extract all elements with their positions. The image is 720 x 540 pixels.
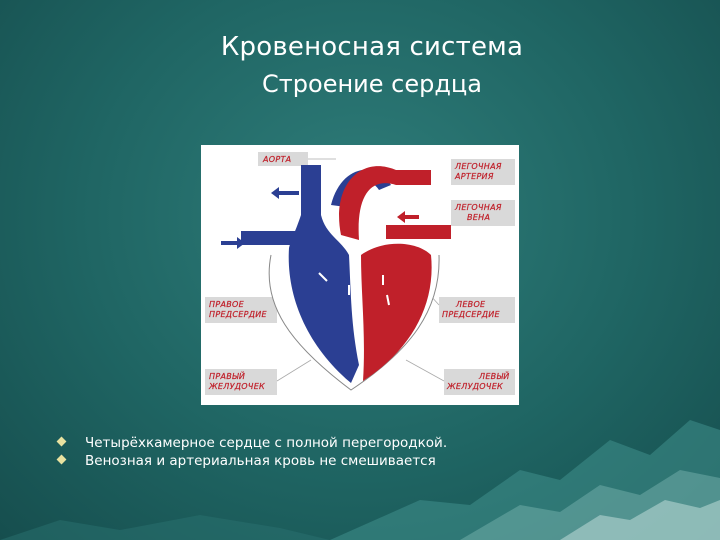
- label-box-pulmonary-vein: [451, 200, 515, 226]
- arrow-out-blue-1-icon: [271, 187, 299, 199]
- label-right-atrium-line2: ПРЕДСЕРДИЕ: [209, 310, 267, 319]
- label-pulmonary-artery-line2: АРТЕРИЯ: [455, 172, 494, 181]
- label-right-ventricle-line2: ЖЕЛУДОЧЕК: [209, 382, 266, 391]
- arrow-red-out-icon: [397, 171, 419, 183]
- label-box-left-atrium: [439, 297, 515, 323]
- label-pulmonary-vein-line1: ЛЕГОЧНАЯ: [455, 203, 502, 212]
- right-heart-venous: [288, 165, 359, 383]
- label-box-right-atrium: [205, 297, 277, 323]
- label-box-right-ventricle: [205, 369, 277, 395]
- bullet-item: Венозная и артериальная кровь не смешива…: [56, 452, 698, 470]
- bullet-text: Венозная и артериальная кровь не смешива…: [85, 453, 436, 469]
- label-right-ventricle-line1: ПРАВЫЙ: [209, 372, 246, 381]
- label-right-atrium-line1: ПРАВОЕ: [209, 300, 244, 309]
- label-left-atrium-line2: ПРЕДСЕРДИЕ: [442, 310, 500, 319]
- heart-illustration: [205, 152, 515, 395]
- label-left-atrium-line1: ЛЕВОЕ: [456, 300, 486, 309]
- bullet-text: Четырёхкамерное сердце с полной перегоро…: [85, 435, 448, 451]
- label-box-aorta: [258, 152, 308, 166]
- diamond-bullet-icon: [56, 454, 67, 465]
- heart-diagram: АОРТА ЛЕГОЧНАЯ АРТЕРИЯ ЛЕГОЧНАЯ ВЕНА ПРА…: [201, 145, 519, 405]
- label-left-ventricle-line2: ЖЕЛУДОЧЕК: [447, 382, 504, 391]
- label-aorta: АОРТА: [263, 155, 292, 164]
- arrow-in-blue-2-icon: [221, 237, 245, 249]
- label-left-ventricle-line1: ЛЕВЫЙ: [479, 372, 510, 381]
- label-box-left-ventricle: [444, 369, 515, 395]
- diamond-bullet-icon: [56, 436, 67, 447]
- bullet-item: Четырёхкамерное сердце с полной перегоро…: [56, 434, 698, 452]
- label-box-pulmonary-artery: [451, 159, 515, 185]
- bullet-list: Четырёхкамерное сердце с полной перегоро…: [56, 434, 698, 470]
- left-heart-arterial: [361, 243, 432, 381]
- slide-subtitle: Строение сердца: [262, 70, 482, 98]
- arrow-red-in-icon: [397, 211, 419, 223]
- label-pulmonary-artery-line1: ЛЕГОЧНАЯ: [455, 162, 502, 171]
- label-pulmonary-vein-line2: ВЕНА: [467, 213, 491, 222]
- slide-title: Кровеносная система: [220, 32, 524, 62]
